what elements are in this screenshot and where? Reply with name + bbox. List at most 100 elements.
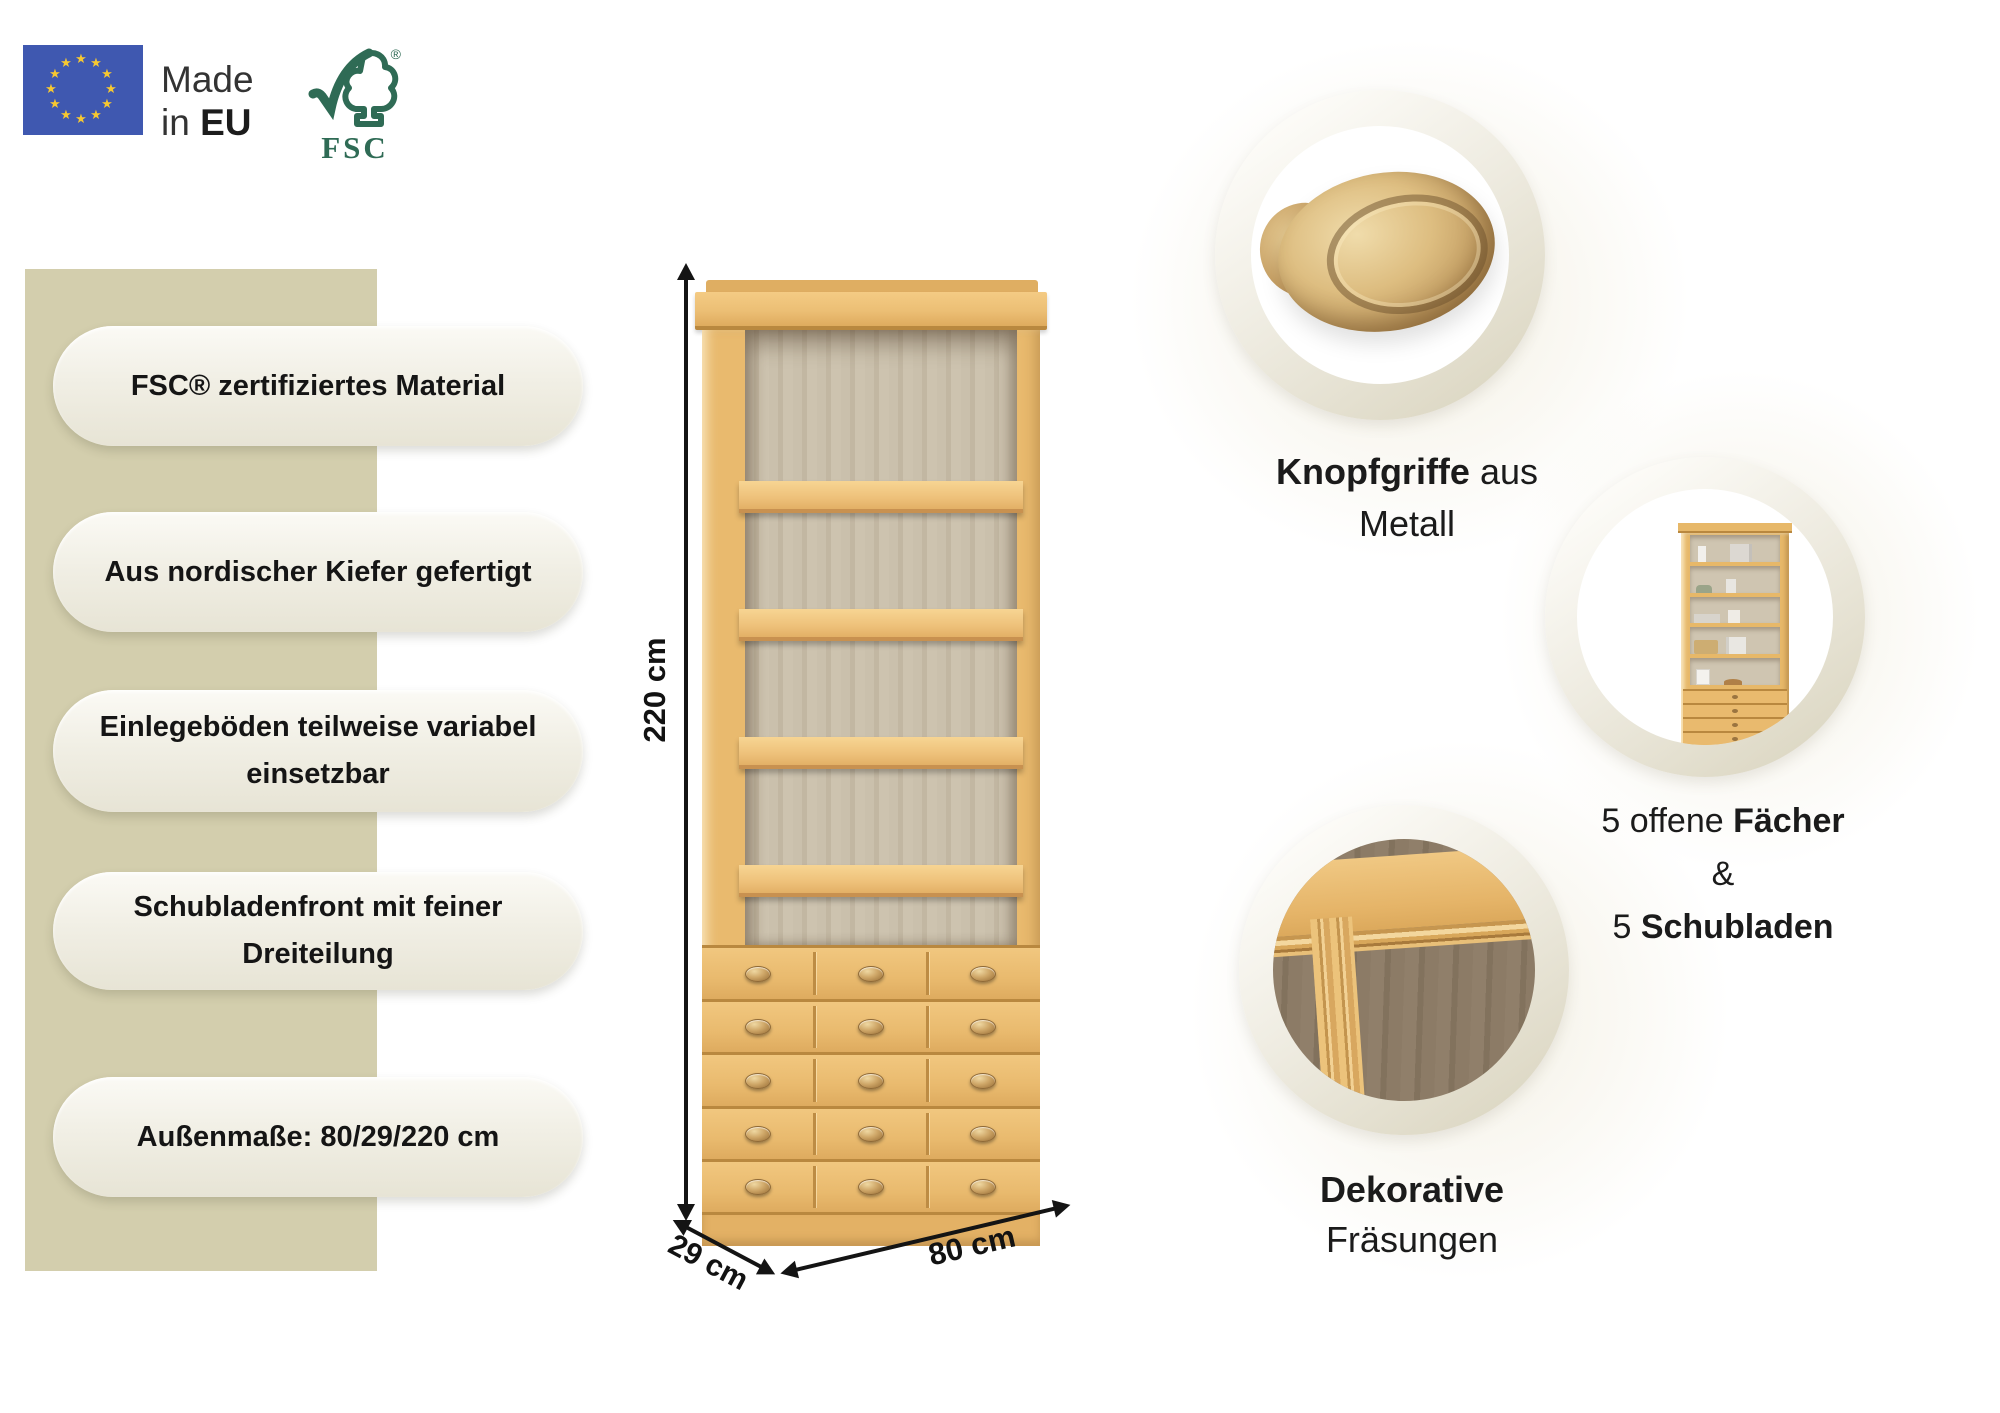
drawer-seam bbox=[926, 1113, 929, 1155]
feature-pill: FSC® zertifiziertes Material bbox=[53, 326, 583, 446]
drawer-knob-icon bbox=[858, 1126, 884, 1142]
shelves-label-regular: 5 offene bbox=[1601, 802, 1734, 840]
ampersand: & bbox=[1711, 855, 1735, 893]
mini-drawer bbox=[1683, 689, 1787, 703]
feature-pill: Schubladenfront mit feiner Dreiteilung bbox=[53, 872, 583, 990]
drawer-knob-icon bbox=[858, 1019, 884, 1035]
drawer-seam bbox=[926, 1006, 929, 1048]
shelves-callout-text: 5 offene Fächer & 5 Schubladen bbox=[1523, 795, 1923, 954]
star-icon bbox=[90, 108, 102, 121]
milling-callout-circle bbox=[1239, 805, 1569, 1135]
star-icon bbox=[101, 97, 113, 110]
drawer-knob-icon bbox=[745, 965, 771, 982]
registered-mark: ® bbox=[390, 46, 401, 62]
drawer-section bbox=[702, 945, 1040, 1212]
drawer-knob-icon bbox=[745, 1126, 771, 1142]
decor-books bbox=[1726, 637, 1746, 655]
drawer-seam bbox=[926, 1059, 929, 1102]
decor-plant bbox=[1696, 584, 1712, 593]
knob-label-line2: Metall bbox=[1358, 503, 1456, 544]
feature-pill: Aus nordischer Kiefer gefertigt bbox=[53, 512, 583, 632]
drawer-seam bbox=[813, 1059, 816, 1102]
decor-frame bbox=[1696, 668, 1710, 685]
mini-compartment bbox=[1690, 658, 1780, 685]
drawer-knob-icon bbox=[858, 1179, 884, 1195]
drawer-seam bbox=[926, 1166, 929, 1208]
feature-text: Schubladenfront mit feiner bbox=[133, 891, 503, 923]
star-icon bbox=[60, 56, 72, 69]
drawer bbox=[702, 945, 1040, 999]
drawer bbox=[702, 1159, 1040, 1212]
feature-text: Außenmaße: 80/29/220 cm bbox=[136, 1120, 500, 1153]
drawers-label-regular: 5 bbox=[1612, 908, 1641, 946]
shelves-label-bold: Fächer bbox=[1733, 802, 1845, 840]
eu-flag bbox=[23, 45, 143, 135]
decor-bowl bbox=[1724, 678, 1742, 685]
decor-basket bbox=[1694, 640, 1718, 655]
mini-open-section bbox=[1690, 535, 1780, 685]
drawer-seam bbox=[813, 1006, 816, 1048]
eu-text: EU bbox=[200, 102, 252, 143]
shelf-board bbox=[739, 481, 1023, 513]
star-icon bbox=[75, 52, 87, 65]
drawer-knob-icon bbox=[970, 1019, 996, 1035]
mini-body bbox=[1681, 533, 1789, 745]
decor-clock bbox=[1728, 610, 1740, 624]
star-icon bbox=[101, 67, 113, 80]
mini-drawer-section bbox=[1683, 689, 1787, 745]
fsc-tree-icon: ® bbox=[307, 44, 403, 128]
milling-photo bbox=[1273, 839, 1535, 1101]
fsc-logo: ® FSC bbox=[300, 44, 410, 166]
mini-compartment bbox=[1690, 627, 1780, 655]
drawer-knob-icon bbox=[970, 965, 996, 982]
shelf-board bbox=[739, 609, 1023, 641]
star-icon bbox=[75, 112, 87, 125]
feature-text: Dreiteilung bbox=[242, 938, 394, 970]
milling-label-bold: Dekorative bbox=[1319, 1169, 1505, 1210]
knob-label-bold: Knopfgriffe bbox=[1275, 451, 1470, 492]
drawer bbox=[702, 999, 1040, 1052]
shelf-board bbox=[739, 737, 1023, 769]
star-icon bbox=[45, 82, 57, 95]
made-in-eu-label: Made in EU bbox=[161, 58, 254, 144]
drawer-knob-icon bbox=[970, 1179, 996, 1195]
decor-books bbox=[1730, 543, 1752, 562]
drawer-seam bbox=[813, 952, 816, 995]
knob-callout-text: Knopfgriffe aus Metall bbox=[1207, 446, 1607, 550]
mini-compartment bbox=[1690, 596, 1780, 624]
feature-text: Aus nordischer Kiefer gefertigt bbox=[104, 555, 532, 588]
star-icon bbox=[49, 97, 61, 110]
made-text: Made bbox=[161, 59, 254, 100]
bookshelf-cornice bbox=[695, 292, 1047, 330]
feature-pill: Außenmaße: 80/29/220 cm bbox=[53, 1077, 583, 1197]
drawer bbox=[702, 1106, 1040, 1159]
mini-knob-icon bbox=[1732, 723, 1738, 727]
feature-text: einsetzbar bbox=[246, 758, 390, 790]
mini-bookshelf-icon bbox=[1678, 523, 1792, 745]
feature-text: Einlegeböden teilweise variabel bbox=[99, 711, 537, 743]
bookshelf-image bbox=[695, 280, 1047, 1246]
drawer-knob-icon bbox=[745, 1072, 771, 1089]
shelves-photo bbox=[1577, 489, 1833, 745]
decor-vase bbox=[1698, 545, 1706, 562]
drawer-knob-icon bbox=[970, 1072, 996, 1089]
mini-compartment bbox=[1690, 535, 1780, 562]
feature-text: FSC® zertifiziertes Material bbox=[130, 369, 506, 402]
decor-towels bbox=[1694, 614, 1720, 624]
drawer-seam bbox=[926, 952, 929, 995]
decor-hourglass bbox=[1726, 578, 1736, 593]
shelf-board bbox=[739, 865, 1023, 897]
drawer bbox=[702, 1052, 1040, 1106]
drawer-knob-icon bbox=[745, 1019, 771, 1035]
mini-drawer bbox=[1683, 731, 1787, 745]
bookshelf-plinth bbox=[702, 1212, 1040, 1246]
brass-knob-icon bbox=[1252, 155, 1509, 355]
drawer-seam bbox=[813, 1113, 816, 1155]
feature-pill: Einlegeböden teilweise variabel einsetzb… bbox=[53, 690, 583, 812]
mini-compartment bbox=[1690, 565, 1780, 593]
drawer-knob-icon bbox=[858, 1072, 884, 1089]
mini-cornice bbox=[1678, 523, 1792, 533]
drawer-knob-icon bbox=[858, 965, 884, 982]
knob-callout-circle bbox=[1215, 90, 1545, 420]
